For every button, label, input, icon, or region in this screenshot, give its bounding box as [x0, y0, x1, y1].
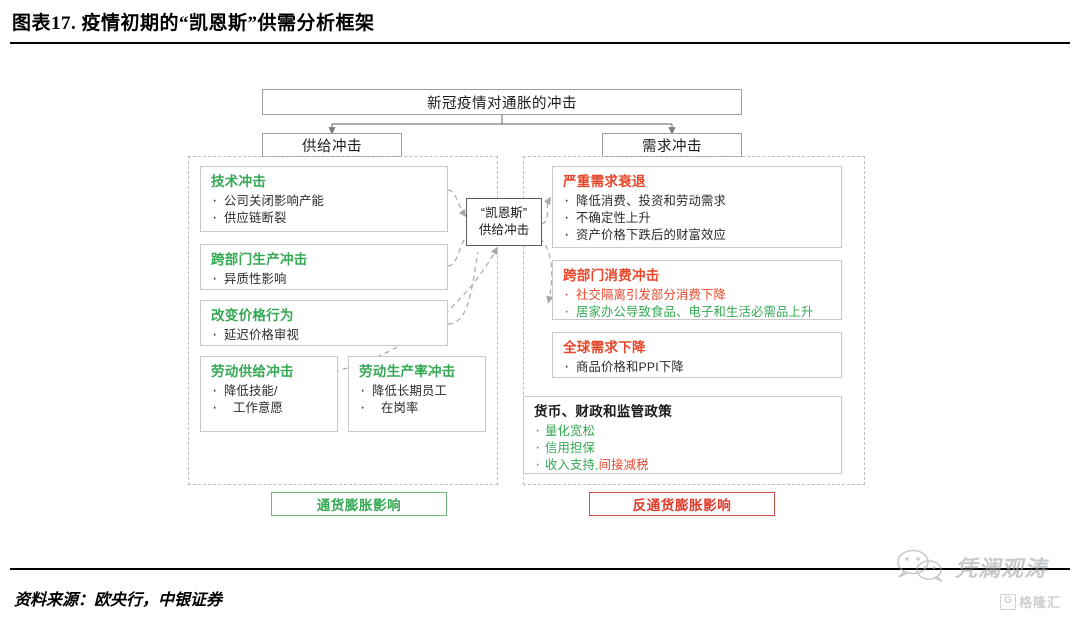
card-bullets: 社交隔离引发部分消费下降 居家办公导致食品、电子和生活必需品上升: [563, 286, 833, 321]
wechat-icon: [897, 549, 943, 582]
card-monetary-fiscal-regulatory-policy: 货币、财政和监管政策 量化宽松 信用担保 收入支持,间接减税: [523, 396, 842, 474]
card-bullets: 量化宽松 信用担保 收入支持,间接减税: [534, 422, 833, 474]
card-bullets: 延迟价格审视: [211, 326, 439, 344]
policy-indirect-tax-cut: 间接减税: [598, 458, 649, 472]
card-bullets: 降低消费、投资和劳动需求 不确定性上升 资产价格下跌后的财富效应: [563, 192, 833, 244]
gelonghui-watermark-text: 格隆汇: [1019, 595, 1062, 610]
source-note: 资料来源：欧央行，中银证券: [14, 592, 223, 609]
card-bullets: 降低长期员工 在岗率: [359, 382, 477, 417]
outcome-disinflationary-effect: 反通货膨胀影响: [589, 492, 775, 516]
keynes-label-line1: “凯恩斯”: [480, 206, 528, 220]
card-price-behavior-change: 改变价格行为 延迟价格审视: [200, 300, 448, 346]
card-title: 跨部门生产冲击: [211, 252, 308, 267]
list-item: 公司关闭影响产能: [211, 192, 439, 210]
card-cross-sector-consumption-shock: 跨部门消费冲击 社交隔离引发部分消费下降 居家办公导致食品、电子和生活必需品上升: [552, 260, 842, 320]
keynes-label-line2: 供给冲击: [478, 223, 530, 237]
card-bullets: 公司关闭影响产能 供应链断裂: [211, 192, 439, 227]
list-item: 居家办公导致食品、电子和生活必需品上升: [563, 303, 833, 321]
card-title: 严重需求衰退: [563, 174, 646, 189]
group-demand-side: [523, 156, 865, 485]
card-bullets: 异质性影响: [211, 270, 439, 288]
outcome-inflationary-effect: 通货膨胀影响: [271, 492, 447, 516]
list-item: 降低消费、投资和劳动需求: [563, 192, 833, 210]
card-title: 货币、财政和监管政策: [534, 404, 672, 419]
card-bullets: 商品价格和PPI下降: [563, 358, 833, 376]
card-global-demand-decline: 全球需求下降 商品价格和PPI下降: [552, 332, 842, 378]
card-cross-sector-production-shock: 跨部门生产冲击 异质性影响: [200, 244, 448, 290]
wechat-watermark: 凭澜观涛: [893, 549, 1063, 583]
card-technology-shock: 技术冲击 公司关闭影响产能 供应链断裂: [200, 166, 448, 232]
node-supply-shock: 供给冲击: [262, 133, 402, 157]
list-item: 不确定性上升: [563, 209, 833, 227]
list-item: 供应链断裂: [211, 209, 439, 227]
card-title: 劳动供给冲击: [211, 364, 294, 379]
policy-income-support: 收入支持,: [545, 458, 599, 472]
footer-divider: [10, 568, 1070, 570]
card-severe-demand-recession: 严重需求衰退 降低消费、投资和劳动需求 不确定性上升 资产价格下跌后的财富效应: [552, 166, 842, 248]
page-title: 图表17. 疫情初期的“凯恩斯”供需分析框架: [12, 13, 375, 34]
card-title: 劳动生产率冲击: [359, 364, 456, 379]
list-item-continuation: 在岗率: [359, 399, 477, 417]
list-item: 延迟价格审视: [211, 326, 439, 344]
list-item: 降低长期员工: [359, 382, 477, 400]
list-item: 降低技能/: [211, 382, 329, 400]
list-item: 商品价格和PPI下降: [563, 358, 833, 376]
card-labor-productivity-shock: 劳动生产率冲击 降低长期员工 在岗率: [348, 356, 486, 432]
card-title: 改变价格行为: [211, 308, 294, 323]
list-item: 量化宽松: [534, 422, 833, 440]
list-item-continuation: 工作意愿: [211, 399, 329, 417]
diagram-canvas: 新冠疫情对通胀的冲击 供给冲击 需求冲击 技术冲击 公司关闭影响产能 供应链断裂…: [0, 48, 1080, 553]
group-supply-side: [188, 156, 498, 485]
node-keynesian-supply-shock: “凯恩斯” 供给冲击: [466, 198, 542, 246]
list-item: 异质性影响: [211, 270, 439, 288]
list-item: 收入支持,间接减税: [534, 456, 833, 474]
card-title: 技术冲击: [211, 174, 267, 189]
gelonghui-watermark: G 格隆汇: [1000, 592, 1061, 611]
list-item: 社交隔离引发部分消费下降: [563, 286, 833, 304]
node-demand-shock: 需求冲击: [602, 133, 742, 157]
card-title: 全球需求下降: [563, 340, 646, 355]
card-bullets: 降低技能/ 工作意愿: [211, 382, 329, 417]
wechat-watermark-text: 凭澜观涛: [955, 556, 1048, 581]
card-title: 跨部门消费冲击: [563, 268, 660, 283]
gelonghui-logo-icon: G: [1000, 593, 1016, 610]
title-divider: [10, 42, 1070, 44]
card-labor-supply-shock: 劳动供给冲击 降低技能/ 工作意愿: [200, 356, 338, 432]
list-item: 资产价格下跌后的财富效应: [563, 226, 833, 244]
node-root-shock: 新冠疫情对通胀的冲击: [262, 89, 742, 115]
list-item: 信用担保: [534, 439, 833, 457]
